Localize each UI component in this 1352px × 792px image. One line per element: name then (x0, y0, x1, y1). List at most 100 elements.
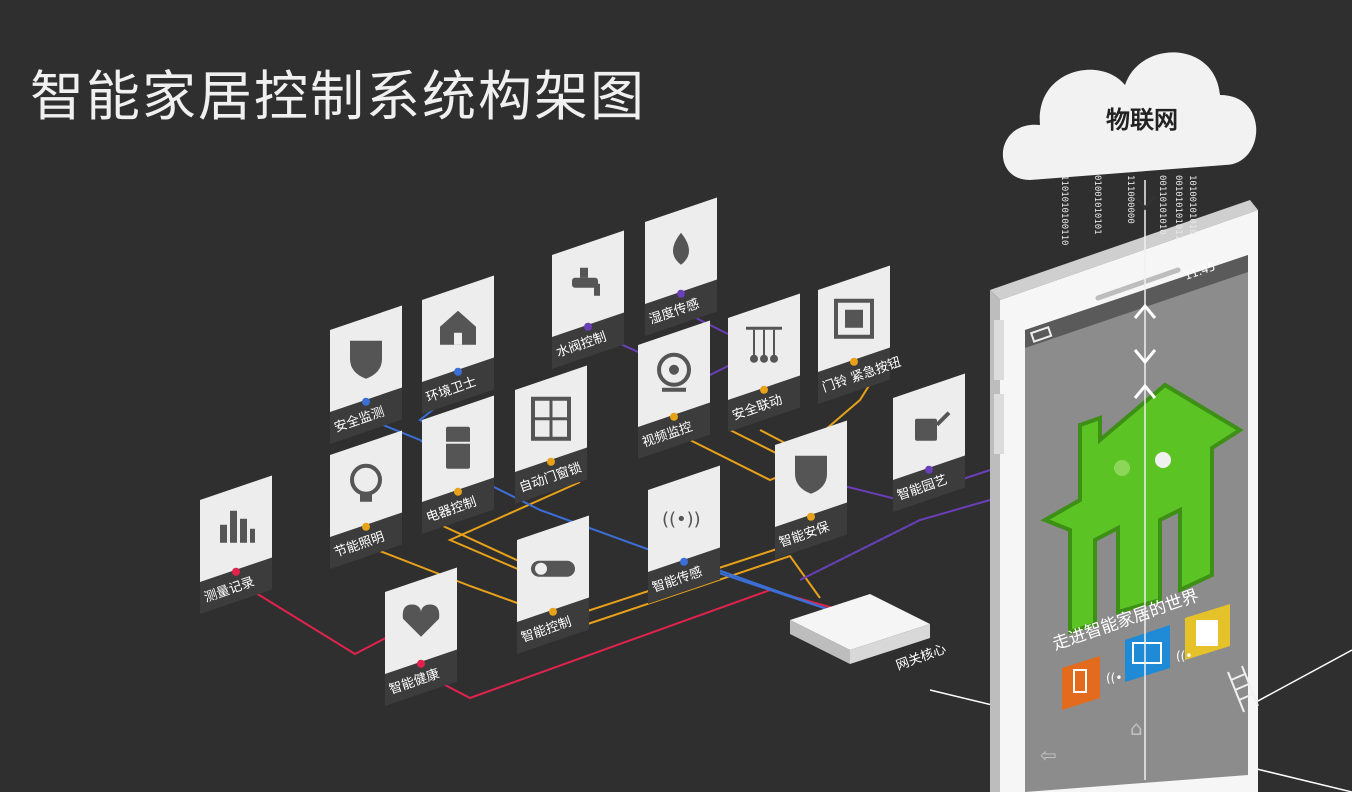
arrow-icons (1133, 303, 1157, 399)
connector-dot (362, 397, 370, 406)
tile-energy-light[interactable]: 节能照明 (330, 430, 402, 569)
fridge-icon (446, 426, 470, 469)
tile-appliance[interactable]: 电器控制 (422, 395, 494, 534)
tile-label-band (422, 477, 494, 534)
tile-safety-link[interactable]: 安全联动 (728, 293, 800, 432)
status-bar (1025, 255, 1248, 348)
connector-dot (677, 289, 685, 298)
tile-label-band (645, 279, 717, 336)
tiles-layer: 测量记录安全监测环境卫士节能照明电器控制自动门窗锁水阀控制湿度传感视频监控安全联… (200, 197, 965, 706)
watering-can-icon (915, 411, 951, 441)
connector-dot (549, 607, 557, 616)
tile-label-band (385, 649, 457, 706)
connector-dot (760, 385, 768, 394)
water-drop-icon (673, 232, 689, 265)
binary-stream: 1101010100110 01001010101 111000000 0011010… (1059, 175, 1197, 245)
wireless-icon-2: ((• (1176, 649, 1192, 663)
tile-auto-door[interactable]: 自动门窗锁 (515, 365, 587, 504)
tile-humidity[interactable]: 湿度传感 (645, 197, 717, 336)
apple-icon (1155, 452, 1171, 468)
tile-env-guard[interactable]: 环境卫士 (422, 275, 494, 414)
svg-text:((•)): ((•)) (662, 509, 701, 530)
faucet-icon (572, 267, 600, 296)
door-access-icon[interactable] (1185, 604, 1230, 660)
wireless-icon: ((• (1106, 671, 1122, 685)
webcam-icon (657, 352, 691, 392)
tile-face (330, 430, 402, 537)
tile-label-band (818, 347, 890, 404)
binary-column: 111000000 (1125, 175, 1135, 224)
tile-label-band (638, 402, 710, 459)
speaker-grill (1095, 267, 1181, 301)
connector-dot (680, 557, 688, 566)
tile-control[interactable]: 智能控制 (517, 515, 589, 654)
window-icon (531, 396, 571, 441)
tile-label-band (200, 557, 272, 614)
binary-column: 1101010100110 (1059, 175, 1069, 245)
phone-device-icon[interactable] (1062, 656, 1100, 710)
newton-cradle-icon (746, 326, 782, 363)
shield-icon (350, 340, 382, 379)
side-button[interactable] (994, 394, 1004, 454)
tile-label-band (775, 502, 847, 559)
up-arrow-icon (1133, 303, 1157, 319)
cloud-label: 物联网 (1106, 106, 1178, 134)
tile-label-band (728, 375, 800, 432)
tablet-device-icon[interactable] (1125, 625, 1170, 682)
tile-doorbell[interactable]: 门铃 紧急按钮 (818, 265, 903, 404)
down-arrow-icon (1133, 349, 1157, 365)
tile-security-monitor[interactable]: 安全监测 (330, 305, 402, 444)
connector-dot (850, 357, 858, 366)
tile-sensor[interactable]: ((•))智能传感 (648, 465, 720, 604)
tile-label-band (648, 547, 720, 604)
connector-dot (670, 412, 678, 421)
toggle-switch-icon (531, 560, 575, 577)
tile-label-band (552, 312, 624, 369)
tile-guard[interactable]: 智能安保 (775, 420, 847, 559)
volume-button[interactable] (994, 320, 1004, 380)
house-plant-icon (440, 310, 476, 345)
tile-label-band (330, 387, 402, 444)
binary-column: 10100101010 (1187, 175, 1197, 235)
tile-health[interactable]: 智能健康 (385, 567, 457, 706)
android-icon (1114, 460, 1130, 476)
security-shield-icon (795, 455, 827, 494)
tile-label-band (330, 512, 402, 569)
tile-label-band (515, 447, 587, 504)
connector-dot (417, 659, 425, 668)
tile-garden[interactable]: 智能园艺 (893, 373, 965, 512)
green-house-logo (1040, 382, 1244, 635)
battery-icon (1029, 326, 1053, 343)
tile-water-valve[interactable]: 水阀控制 (552, 230, 624, 369)
square-button-icon (834, 298, 874, 339)
signal-icon: ((•)) (662, 509, 701, 530)
tile-label-band (893, 455, 965, 512)
tile-label-band (517, 597, 589, 654)
up-arrow-icon-2 (1133, 383, 1157, 399)
connector-dot (362, 522, 370, 531)
smartphone: 11:45 走进智能家居的世界 ((• ((• (990, 180, 1259, 792)
home-button[interactable]: ⌂ (1130, 716, 1143, 740)
gateway-box: 网关核心 (790, 594, 948, 674)
ladder-icon (1227, 665, 1259, 713)
connector-dot (454, 487, 462, 496)
connector-dot (547, 457, 555, 466)
bulb-icon (350, 463, 382, 502)
heart-pulse-icon (402, 604, 440, 637)
connector-dot (454, 367, 462, 376)
bar-chart-icon (220, 510, 255, 543)
page-title: 智能家居控制系统构架图 (30, 65, 646, 128)
binary-column: 01001010101 (1092, 175, 1102, 235)
connector-dot (232, 567, 240, 576)
connector-dot (584, 322, 592, 331)
tile-measure[interactable]: 测量记录 (200, 475, 272, 614)
tile-video[interactable]: 视频监控 (638, 320, 710, 459)
back-button[interactable]: ⇦ (1040, 743, 1057, 767)
binary-column: 00110101010 (1157, 175, 1167, 235)
binary-column: 001010101011 (1173, 175, 1183, 240)
cloud-down-arrow-icon (1133, 195, 1157, 211)
cloud: 物联网 (1002, 52, 1257, 211)
connector-dot (807, 512, 815, 521)
tile-label-band (422, 357, 494, 414)
